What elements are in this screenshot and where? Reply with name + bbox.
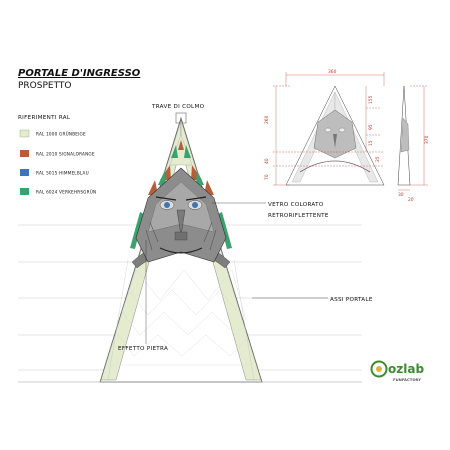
legend-label-blue: RAL 5015 HIMMELBLAU — [36, 171, 89, 176]
dim-95: 95 — [368, 124, 374, 130]
legend-label-beige: RAL 1000 GRÜNBEIGE — [36, 132, 86, 137]
page-subtitle: PROSPETTO — [18, 81, 72, 91]
logo-tagline: FUNFACTORY — [393, 377, 421, 382]
green-strip-right — [218, 212, 232, 249]
logo-brand: ozlab — [388, 362, 424, 376]
dimensioned-view: 360 260 370 155 95 15 25 70 40 30 20 — [264, 69, 430, 203]
legend-swatch-orange — [20, 150, 29, 157]
dim-30: 30 — [398, 192, 404, 198]
dim-15: 15 — [368, 140, 374, 146]
legend-swatch-blue — [20, 169, 29, 176]
dim-40: 40 — [264, 158, 270, 164]
dim-20: 20 — [408, 197, 414, 203]
stone-face-mask — [135, 167, 227, 263]
legend-label-green: RAL 6024 VERKEHRSGRÜN — [36, 190, 96, 195]
ozlab-logo: ozlab FUNFACTORY — [370, 360, 424, 382]
dim-width-360: 360 — [328, 69, 337, 75]
label-colored-glass: VETRO COLORATO — [268, 202, 324, 208]
legend-label-orange: RAL 2010 SIGNALORANGE — [36, 152, 95, 157]
page-title: PORTALE D'INGRESSO — [18, 68, 141, 79]
green-strip-left — [130, 212, 144, 249]
logo-mark-icon — [370, 360, 388, 378]
lattice-pattern — [117, 269, 247, 357]
legend-swatch-green — [20, 188, 29, 195]
dim-70: 70 — [264, 174, 270, 180]
dim-height-260: 260 — [264, 115, 270, 124]
legend-swatch-beige — [19, 129, 30, 138]
dim-25: 25 — [375, 156, 381, 162]
label-ridge-beam: TRAVE DI COLMO — [151, 104, 205, 110]
main-elevation — [18, 112, 362, 383]
annotations: TRAVE DI COLMO VETRO COLORATO RETRORIFLE… — [118, 104, 373, 352]
ral-legend: RIFERIMENTI RAL RAL 1000 GRÜNBEIGE RAL 2… — [18, 115, 96, 195]
dim-height-370: 370 — [424, 135, 430, 144]
label-retroreflective: RETRORIFLETTENTE — [268, 213, 329, 219]
label-stone-effect: EFFETTO PIETRA — [118, 346, 168, 352]
legend-heading: RIFERIMENTI RAL — [18, 115, 71, 121]
label-planks: ASSI PORTALE — [330, 297, 373, 303]
dim-155: 155 — [368, 95, 374, 104]
